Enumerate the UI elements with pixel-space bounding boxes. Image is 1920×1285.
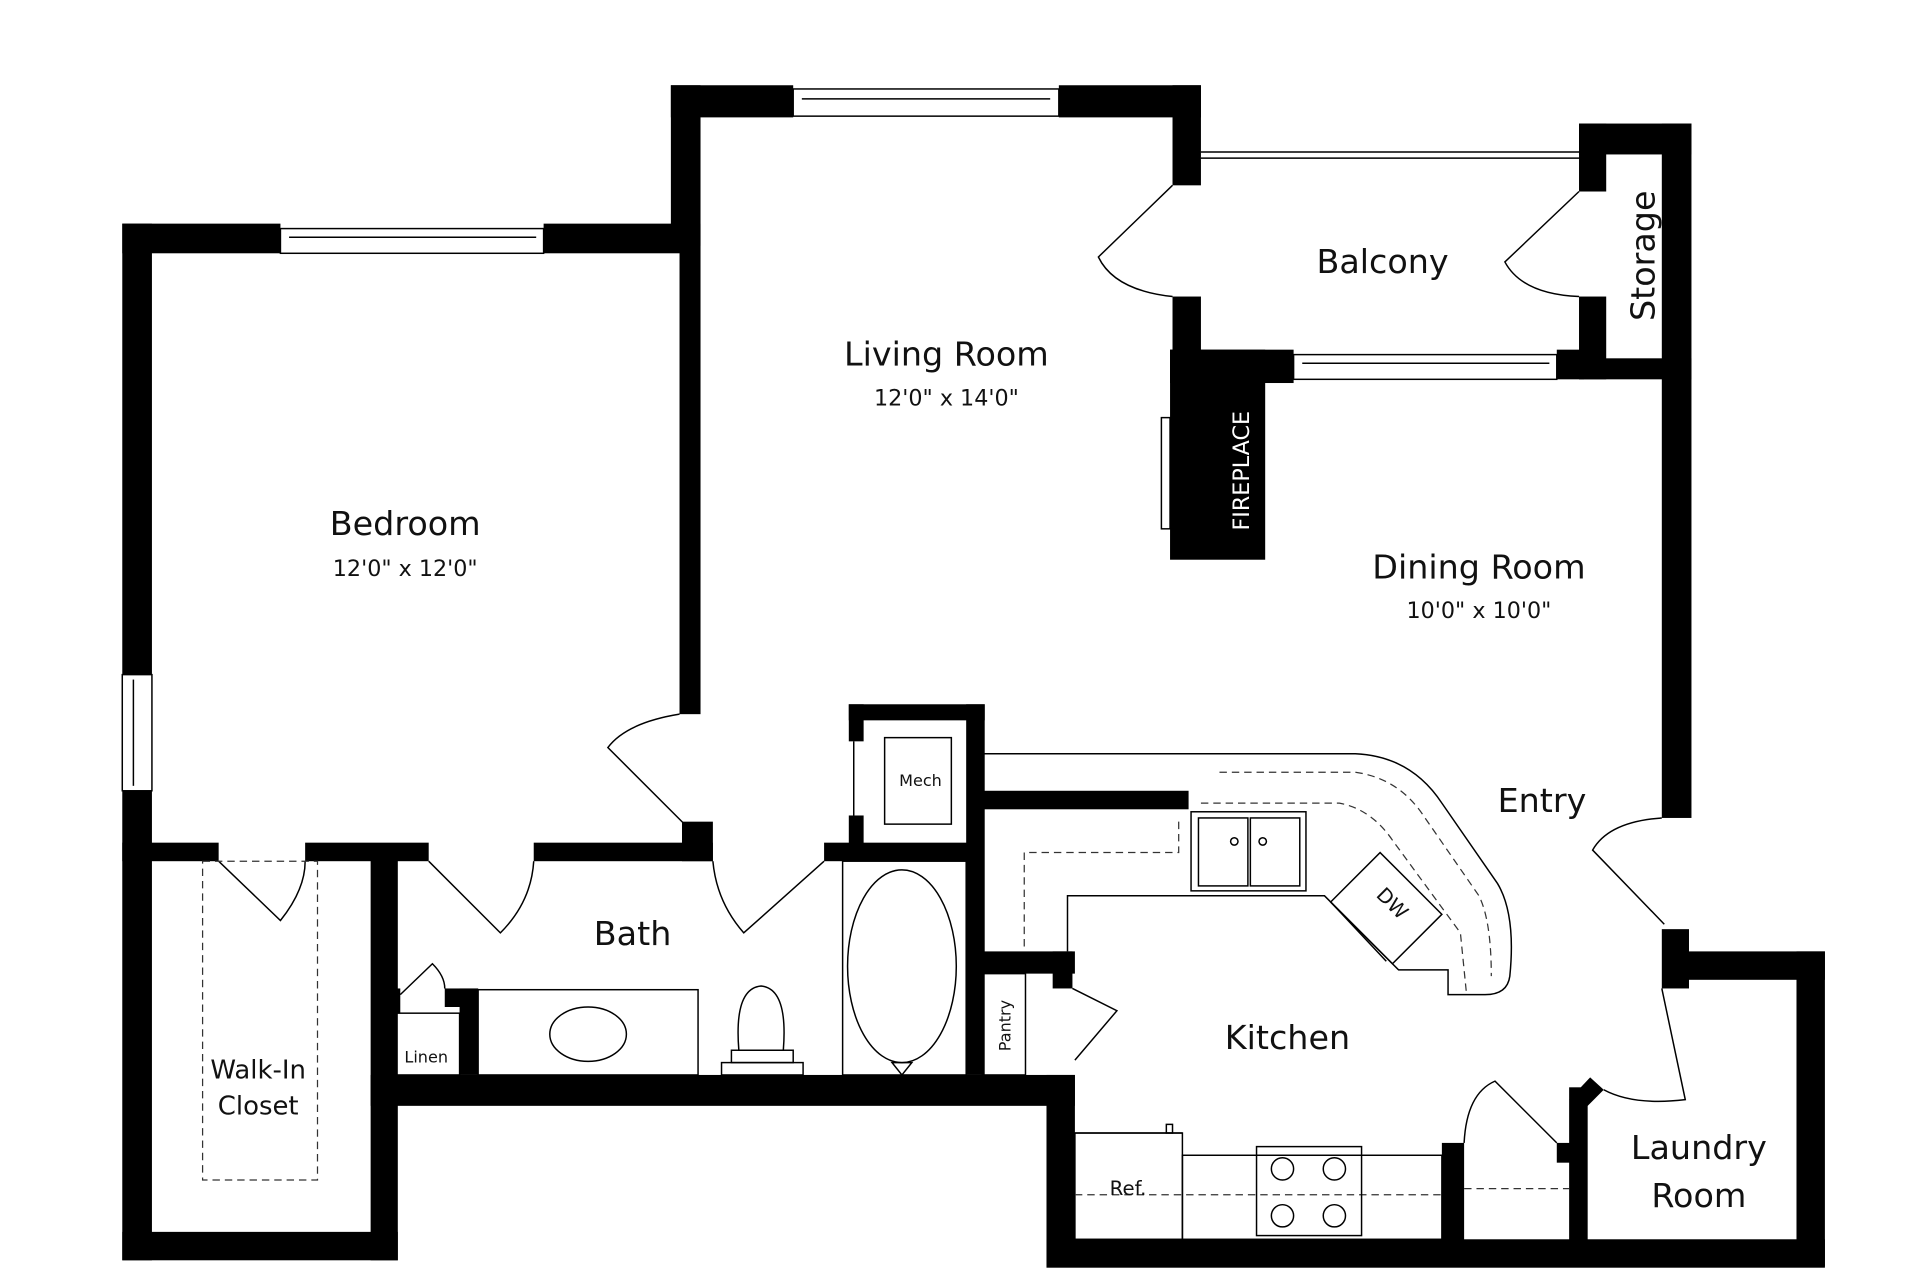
- pantry-label: Pantry: [996, 999, 1015, 1051]
- walls: [122, 85, 1825, 1268]
- storage-label: Storage: [1623, 190, 1662, 321]
- mech-label: Mech: [899, 771, 942, 790]
- dishwasher-label: DW: [1372, 883, 1413, 924]
- entry-label: Entry: [1498, 781, 1587, 820]
- bedroom-dims: 12'0" x 12'0": [333, 556, 478, 582]
- bath-label: Bath: [594, 914, 672, 953]
- room-labels: Bedroom 12'0" x 12'0" Living Room 12'0" …: [210, 190, 1766, 1215]
- dining-room-label: Dining Room: [1372, 547, 1585, 586]
- doors: [218, 184, 1687, 1144]
- fixtures: [201, 736, 1570, 1241]
- laundry-label-line2: Room: [1651, 1176, 1746, 1215]
- windows: [121, 88, 1580, 792]
- laundry-label-line1: Laundry: [1631, 1128, 1767, 1167]
- refrigerator-label: Ref.: [1110, 1177, 1147, 1200]
- living-room-dims: 12'0" x 14'0": [874, 385, 1019, 411]
- dining-room-dims: 10'0" x 10'0": [1407, 598, 1552, 624]
- linen-label: Linen: [404, 1048, 448, 1067]
- bedroom-label: Bedroom: [330, 504, 481, 543]
- living-room-label: Living Room: [844, 335, 1049, 374]
- closet-label-line2: Closet: [218, 1091, 299, 1121]
- kitchen-label: Kitchen: [1225, 1018, 1350, 1057]
- fireplace-label: FIREPLACE: [1229, 411, 1255, 531]
- balcony-label: Balcony: [1316, 242, 1448, 281]
- closet-label-line1: Walk-In: [210, 1056, 306, 1086]
